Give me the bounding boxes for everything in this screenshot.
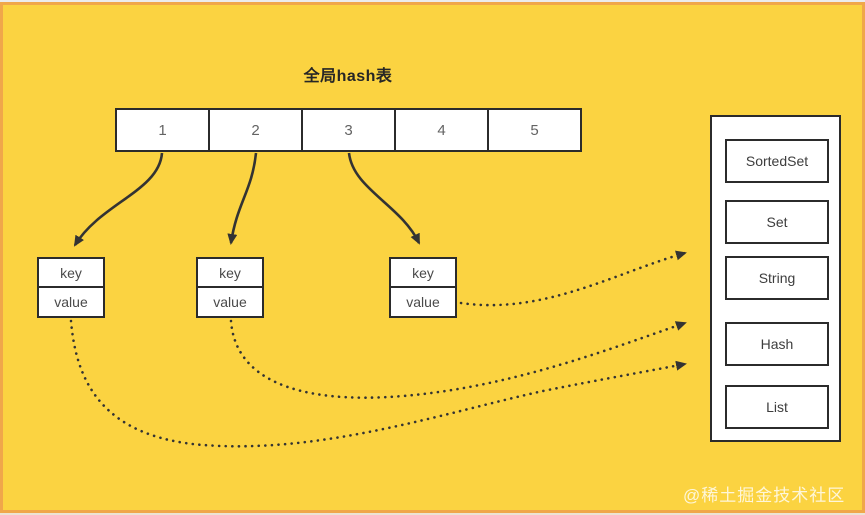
- watermark: @稀土掘金技术社区: [683, 486, 846, 505]
- dotted-arrow-entry2-to-panel: [229, 319, 687, 399]
- hash-slot-4: 4: [394, 108, 489, 152]
- arrow-slot2-to-entry2: [227, 152, 258, 245]
- entry-1-key-cell: key: [37, 257, 105, 288]
- arrow-slot1-to-entry1: [73, 152, 164, 247]
- hash-slot-5: 5: [487, 108, 582, 152]
- entry-box-2: key value: [196, 257, 264, 318]
- entry-2-value-cell: value: [196, 286, 264, 318]
- hash-slot-1: 1: [115, 108, 210, 152]
- dotted-arrow-entry3-to-panel: [459, 250, 687, 307]
- type-box-sortedset: SortedSet: [725, 139, 829, 183]
- diagram-title: 全局hash表: [303, 68, 393, 85]
- type-box-list: List: [725, 385, 829, 429]
- dotted-arrow-entry1-to-panel: [69, 319, 687, 448]
- hash-slot-2: 2: [208, 108, 303, 152]
- hash-slot-3: 3: [301, 108, 396, 152]
- global-hash-table: 1 2 3 4 5: [115, 108, 582, 152]
- entry-3-value-cell: value: [389, 286, 457, 318]
- entry-1-value-cell: value: [37, 286, 105, 318]
- types-panel: SortedSet Set String Hash List: [710, 115, 841, 442]
- type-box-hash: Hash: [725, 322, 829, 366]
- entry-2-key-cell: key: [196, 257, 264, 288]
- entry-box-1: key value: [37, 257, 105, 318]
- type-box-string: String: [725, 256, 829, 300]
- entry-3-key-cell: key: [389, 257, 457, 288]
- arrow-slot3-to-entry3: [347, 152, 421, 245]
- type-box-set: Set: [725, 200, 829, 244]
- entry-box-3: key value: [389, 257, 457, 318]
